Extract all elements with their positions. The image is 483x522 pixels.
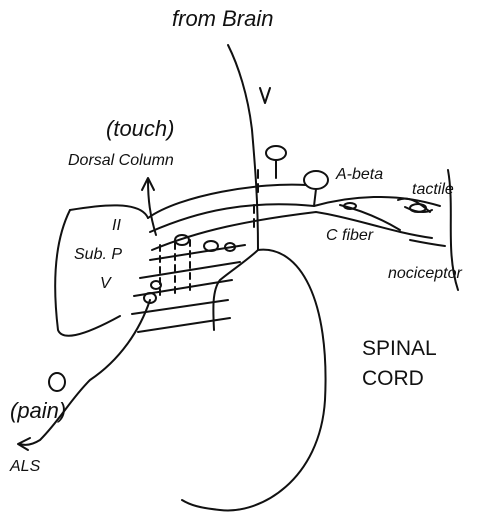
neuron-soma-ventral (49, 373, 65, 391)
dorsal-horn-left (55, 210, 120, 336)
nerve-lower (152, 212, 432, 250)
laminae-lines (132, 245, 245, 332)
lamina-v-label: V (100, 276, 111, 292)
ganglion-stalk-lower (314, 189, 316, 206)
als-label: ALS (10, 459, 40, 475)
ganglion-cell-lower (304, 171, 328, 189)
als-tract (20, 300, 150, 445)
sub-p-label: Sub. P (74, 247, 122, 263)
a-beta-label: A-beta (336, 167, 383, 183)
dorsal-horn-top (70, 205, 148, 218)
dorsal-root-entry (148, 185, 306, 218)
dorsal-column-label: Dorsal Column (68, 153, 174, 169)
pain-label: (pain) (10, 400, 66, 422)
lamina-ii-label: II (112, 218, 121, 234)
from-brain-label: from Brain (172, 8, 273, 30)
spinal-label: SPINAL (362, 338, 437, 359)
descending-arrow (260, 88, 270, 103)
tactile-label: tactile (412, 182, 454, 198)
ganglion-cell-upper (266, 146, 286, 160)
tactile-ending (398, 199, 432, 212)
nociceptor-label: nociceptor (388, 266, 462, 282)
c-fiber-label: C fiber (326, 228, 373, 244)
touch-label: (touch) (106, 118, 174, 140)
cord-outline (182, 250, 326, 511)
nociceptor-ending (410, 240, 445, 246)
synapse-4 (151, 281, 161, 289)
dorsal-column-fiber (148, 180, 156, 235)
cord-label: CORD (362, 368, 424, 389)
